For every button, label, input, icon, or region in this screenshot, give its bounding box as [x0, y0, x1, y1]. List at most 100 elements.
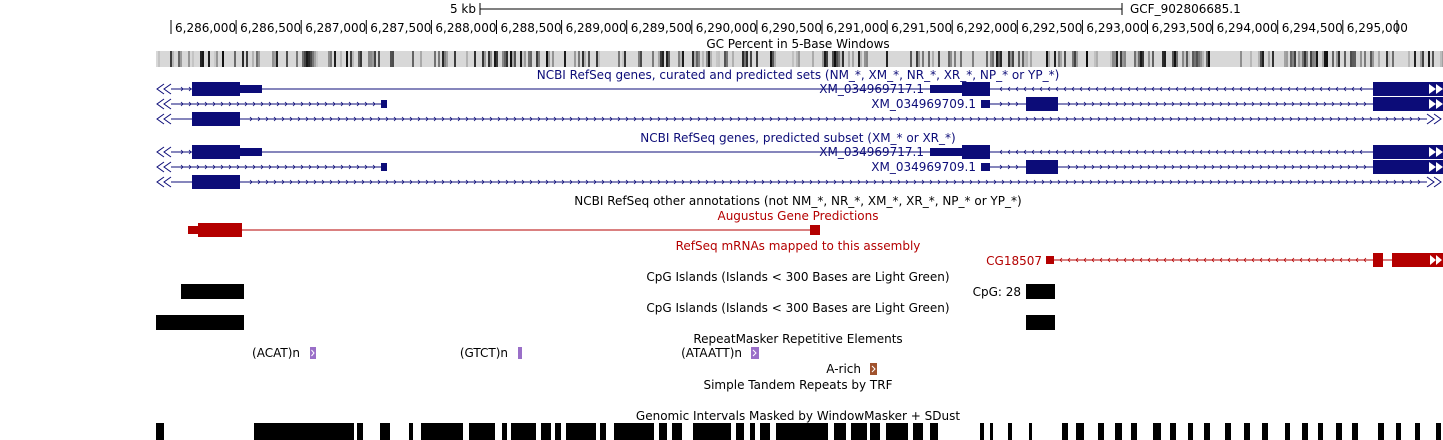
strand-chevron: [1335, 86, 1339, 92]
refseq-pred-track-title[interactable]: NCBI RefSeq genes, predicted subset (XM_…: [640, 131, 955, 145]
refseq-predicted-track[interactable]: [156, 145, 1443, 189]
gene-label-xm-034969717[interactable]: XM_034969717.1: [819, 82, 924, 96]
strand-chevron: [268, 164, 272, 170]
refseq-all-track-title[interactable]: NCBI RefSeq genes, curated and predicted…: [537, 68, 1060, 82]
refseq-all-track[interactable]: [156, 82, 1443, 126]
gc-bar: [1290, 51, 1292, 67]
cpg-island-label[interactable]: CpG: 28: [973, 285, 1021, 299]
strand-chevron: [689, 116, 693, 122]
cpg1-track-title[interactable]: CpG Islands (Islands < 300 Bases are Lig…: [646, 270, 949, 284]
gene-row[interactable]: [156, 175, 1442, 189]
exon-block: [192, 112, 240, 126]
ruler-tick-label: 6,289,000: [566, 21, 627, 35]
strand-chevron: [284, 101, 288, 107]
mrna-feature-cg18507[interactable]: [1046, 253, 1443, 267]
strand-chevron: [1401, 179, 1405, 185]
gc-bar: [706, 51, 708, 67]
ruler-tick-label: 6,289,500: [631, 21, 692, 35]
strand-chevron: [865, 116, 869, 122]
strand-chevron: [1331, 101, 1335, 107]
repeat-ataatt[interactable]: [751, 347, 759, 359]
cpg2-track-title[interactable]: CpG Islands (Islands < 300 Bases are Lig…: [646, 301, 949, 315]
gc-track-title[interactable]: GC Percent in 5-Base Windows: [706, 37, 889, 51]
strand-chevron: [1225, 179, 1229, 185]
gc-bar: [692, 51, 694, 67]
repeat-label-ataatt[interactable]: (ATAATT)n: [681, 346, 742, 360]
gc-bar: [274, 51, 276, 67]
gc-bar: [1196, 51, 1198, 67]
repeat-label-acat[interactable]: (ACAT)n: [252, 346, 300, 360]
gene-label-xm-034969709-pred[interactable]: XM_034969709.1: [871, 160, 976, 174]
strand-chevron: [1079, 86, 1083, 92]
exon-block: [962, 82, 990, 96]
gc-bar: [1172, 51, 1174, 67]
windowmasker-track[interactable]: [156, 423, 1441, 440]
strand-chevron: [849, 179, 853, 185]
gc-bar: [1012, 51, 1014, 67]
gene-row[interactable]: [156, 97, 1443, 111]
cpg-island-2b[interactable]: [1026, 315, 1055, 330]
masked-interval: [1302, 423, 1308, 440]
strand-chevron: [1105, 116, 1109, 122]
gene-label-xm-034969709[interactable]: XM_034969709.1: [871, 97, 976, 111]
strand-chevron: [481, 116, 485, 122]
strand-chevron: [281, 179, 285, 185]
gene-row[interactable]: [156, 145, 1443, 159]
strand-chevron: [1241, 179, 1245, 185]
strand-chevron: [1163, 164, 1167, 170]
strand-chevron: [1179, 101, 1183, 107]
masked-interval: [1204, 423, 1210, 440]
strand-chevron: [1129, 179, 1133, 185]
strand-chevron: [260, 101, 264, 107]
gc-bar: [314, 51, 316, 67]
masked-interval: [421, 423, 463, 440]
strand-chevron: [289, 179, 293, 185]
strand-chevron: [801, 179, 805, 185]
strand-chevron: [244, 164, 248, 170]
strand-chevron: [305, 179, 309, 185]
gene-row[interactable]: [156, 160, 1443, 174]
repeat-gtct[interactable]: [518, 347, 522, 359]
gene-label-xm-034969717-pred[interactable]: XM_034969717.1: [819, 145, 924, 159]
gc-bar: [702, 51, 704, 67]
strand-chevron: [545, 179, 549, 185]
repeat-label-gtct[interactable]: (GTCT)n: [460, 346, 508, 360]
strand-chevron: [1347, 164, 1351, 170]
augustus-track-title[interactable]: Augustus Gene Predictions: [717, 209, 878, 223]
refseq-other-track-title[interactable]: NCBI RefSeq other annotations (not NM_*,…: [574, 194, 1021, 208]
mrna-label-cg18507[interactable]: CG18507: [986, 254, 1042, 268]
gc-bar: [1304, 51, 1306, 67]
gene-row[interactable]: [156, 112, 1442, 126]
gc-bar: [1260, 51, 1262, 67]
trf-track-title[interactable]: Simple Tandem Repeats by TRF: [703, 378, 892, 392]
strand-chevron: [1363, 101, 1367, 107]
repeat-arich[interactable]: [870, 363, 877, 375]
repeat-label-arich[interactable]: A-rich: [826, 362, 861, 376]
augustus-gene-feature[interactable]: [188, 223, 820, 237]
strand-chevron: [1139, 164, 1143, 170]
rna-track-title[interactable]: RefSeq mRNAs mapped to this assembly: [676, 239, 921, 253]
strand-chevron: [1031, 86, 1035, 92]
strand-chevron: [292, 101, 296, 107]
gc-bar: [848, 51, 850, 67]
strand-chevron: [737, 116, 741, 122]
strand-chevron: [553, 116, 557, 122]
gc-bar: [640, 51, 642, 67]
gene-row[interactable]: [156, 82, 1443, 96]
cpg-island-1a[interactable]: [181, 284, 244, 299]
rmsk-track-title[interactable]: RepeatMasker Repetitive Elements: [693, 332, 902, 346]
strand-chevron: [1339, 164, 1343, 170]
strand-chevron: [1287, 149, 1291, 155]
gc-percent-track[interactable]: [156, 51, 1443, 67]
repeat-acat[interactable]: [310, 347, 316, 359]
cpg-island-1b[interactable]: [1026, 284, 1055, 299]
cpg-island-2a[interactable]: [156, 315, 244, 330]
strand-chevron: [697, 116, 701, 122]
strand-chevron: [361, 179, 365, 185]
gc-bar: [1030, 51, 1032, 67]
gc-bar: [488, 51, 490, 67]
strand-chevron: [489, 179, 493, 185]
windowmasker-track-title[interactable]: Genomic Intervals Masked by WindowMasker…: [636, 409, 960, 423]
